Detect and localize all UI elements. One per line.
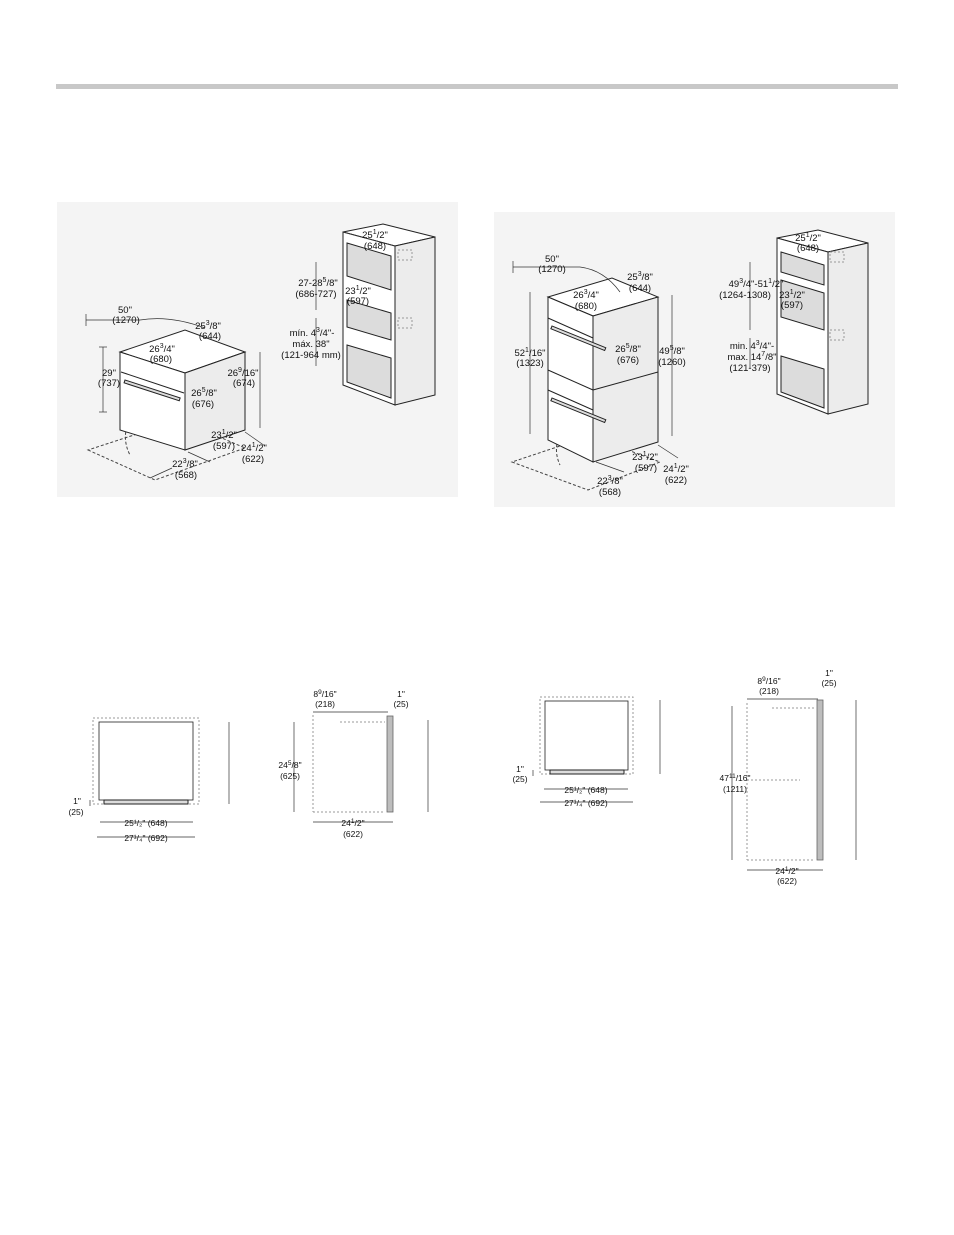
d-cab-depth-mm: (644): [629, 283, 651, 294]
header-rule: [56, 84, 898, 89]
depth-b-mm: (622): [242, 454, 264, 465]
d-cab-depth-mm: (597): [781, 300, 803, 311]
d-depth-b-in: 241/2": [663, 463, 689, 475]
sf-width-a: 25¹/₂" (648): [124, 818, 167, 828]
front-width-in: 265/8": [191, 387, 217, 399]
depth-b-in: 241/2": [241, 442, 267, 454]
top-width-in: 263/4": [149, 343, 175, 355]
height-in: 29": [102, 368, 116, 379]
df-width-b: 27¹/₄" (692): [564, 798, 608, 808]
sf-gap-in: 1": [73, 796, 81, 806]
cab-base-line1: mín. 43/4"-: [290, 327, 335, 339]
side-height-mm: (674): [233, 378, 255, 389]
height-mm: (737): [98, 378, 120, 389]
d-front-width-in: 265/8": [615, 343, 641, 355]
cab-depth-mm: (644): [199, 331, 221, 342]
side-height-in: 269/16": [227, 367, 258, 379]
d-depth-b-mm: (622): [665, 475, 687, 486]
cab-depth-mm: (597): [347, 296, 369, 307]
d-door-swing-in: 50": [545, 254, 559, 265]
door-swing-mm: (1270): [112, 315, 139, 326]
floor-depth-in: 223/8": [172, 458, 198, 470]
cab-opening-mm: (686-727): [295, 289, 336, 300]
cab-depth-in: 253/8": [195, 320, 221, 332]
d-door-swing-mm: (1270): [538, 264, 565, 275]
d-side-height-mm: (1260): [658, 357, 685, 368]
df-gap-in: 1": [516, 764, 524, 774]
top-width-mm: (680): [150, 354, 172, 365]
ds-height-mm: (1211): [723, 784, 747, 794]
ss-top-mm: (218): [315, 699, 335, 709]
d-depth-a-in: 231/2": [632, 451, 658, 463]
sf-width-b: 27¹/₄" (692): [124, 833, 168, 843]
cab-width-in: 251/2": [362, 229, 388, 241]
cab-width-mm: (648): [364, 241, 386, 252]
depth-a-in: 231/2": [211, 429, 237, 441]
d-height-mm: (1323): [516, 358, 543, 369]
df-width-a: 25¹/₂" (648): [564, 785, 607, 795]
df-gap-mm: (25): [512, 774, 527, 784]
d-cab-width-mm: (648): [797, 243, 819, 254]
d-cab-width-in: 251/2": [795, 232, 821, 244]
d-cab-depth-in: 253/8": [627, 271, 653, 283]
d-floor-depth-mm: (568): [599, 487, 621, 498]
d-cab-opening-in: 493/4"-511/2": [729, 278, 784, 290]
cab-opening-in: 27-285/8": [298, 277, 338, 289]
ss-height-mm: (625): [280, 771, 300, 781]
cab-depth-in: 231/2": [345, 285, 371, 297]
single-side-elevation: 89/16" (218) 1" (25) 245/8" (625) 241/2"…: [278, 689, 429, 839]
d-top-width-in: 263/4": [573, 289, 599, 301]
ss-depth-in: 241/2": [341, 818, 364, 828]
double-cabinet-diagram: 251/2" (648) 493/4"-511/2" (1264-1308) 2…: [719, 229, 869, 415]
single-cabinet-diagram: 251/2" (648) 27-285/8" (686-727) 231/2" …: [281, 223, 436, 406]
single-oven-diagram: 50" (1270) 253/8" (644) 263/4" (680) 29"…: [85, 305, 267, 481]
ds-depth-mm: (622): [777, 876, 797, 886]
single-front-elevation: 1" (25) 25¹/₂" (648) 27¹/₄" (692): [68, 717, 230, 843]
ds-height-in: 4711/16": [719, 773, 750, 783]
d-cab-base-line2: max. 147/8": [728, 351, 777, 363]
double-side-elevation: 89/16" (218) 1" (25) 4711/16" (1211) 241…: [719, 668, 857, 886]
ds-top-mm: (218): [759, 686, 779, 696]
ss-height-in: 245/8": [278, 760, 301, 770]
double-oven-diagram: 50" (1270) 253/8" (644) 263/4" (680) 521…: [510, 254, 689, 498]
door-swing-in: 50": [118, 305, 132, 316]
ss-top-in: 89/16": [313, 689, 336, 699]
d-cab-depth-in: 231/2": [779, 289, 805, 301]
ds-depth-in: 241/2": [775, 866, 798, 876]
d-floor-depth-in: 223/8": [597, 475, 623, 487]
front-width-mm: (676): [192, 399, 214, 410]
sf-gap-mm: (25): [68, 807, 83, 817]
double-front-elevation: 1" (25) 25¹/₂" (648) 27¹/₄" (692): [512, 696, 661, 808]
ds-gap-mm: (25): [821, 678, 836, 688]
ss-gap-mm: (25): [393, 699, 408, 709]
d-height-in: 521/16": [514, 347, 545, 359]
ds-gap-in: 1": [825, 668, 833, 678]
d-cab-base-line1: min. 43/4"-: [730, 340, 774, 352]
d-front-width-mm: (676): [617, 355, 639, 366]
depth-a-mm: (597): [213, 441, 235, 452]
d-cab-opening-mm: (1264-1308): [719, 290, 771, 301]
d-top-width-mm: (680): [575, 301, 597, 312]
ss-depth-mm: (622): [343, 829, 363, 839]
d-depth-a-mm: (597): [635, 463, 657, 474]
d-side-height-in: 495/8": [659, 345, 685, 357]
cab-base-line2: máx. 38": [292, 339, 329, 350]
d-cab-base-line3: (121-379): [729, 363, 770, 374]
ss-gap-in: 1": [397, 689, 405, 699]
ds-top-in: 89/16": [757, 676, 780, 686]
cab-base-line3: (121-964 mm): [281, 350, 341, 361]
floor-depth-mm: (568): [175, 470, 197, 481]
